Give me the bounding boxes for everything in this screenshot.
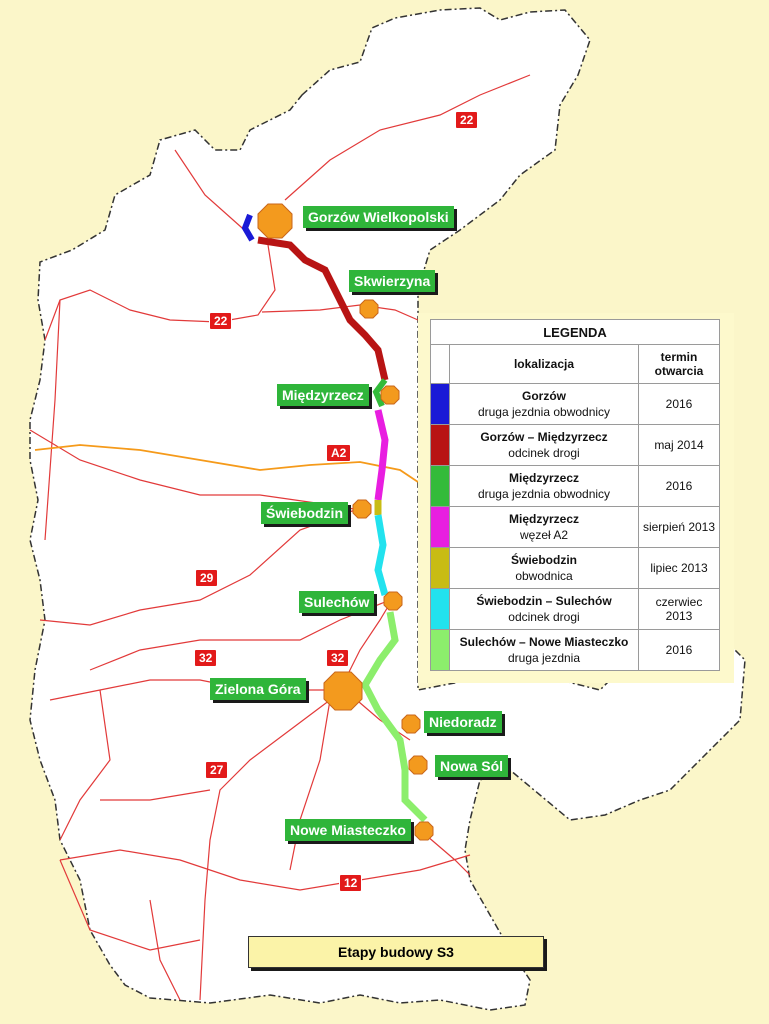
s3-stage-gorzow-miedzyrzecz — [257, 236, 389, 381]
legend-location-name: Gorzów — [522, 389, 566, 403]
legend-swatch — [430, 629, 450, 671]
legend-location-name: Międzyrzecz — [508, 512, 580, 526]
legend-row: Sulechów – Nowe Miasteczko druga jezdnia 2… — [430, 629, 720, 671]
legend-swatch — [430, 547, 450, 589]
legend-swatch — [430, 506, 450, 548]
legend-location-desc: druga jezdnia obwodnicy — [477, 405, 611, 419]
legend-location-desc: obwodnica — [515, 569, 573, 583]
city-marker-nowa-sol — [408, 755, 428, 775]
s3-stage-miedzyrzecz-bypass — [372, 378, 388, 408]
legend-panel: LEGENDA lokalizacja termin otwarcia Gorz… — [418, 313, 734, 683]
city-marker-sulechow — [383, 591, 403, 611]
legend-title: LEGENDA — [430, 319, 720, 345]
legend-location-desc: druga jezdnia — [507, 651, 581, 665]
road-badge-32: 32 — [326, 649, 350, 667]
city-label-skwierzyna: Skwierzyna — [349, 270, 436, 292]
map-footer-title: Etapy budowy S3 — [248, 936, 544, 968]
legend-location-name: Gorzów – Międzyrzecz — [480, 430, 608, 444]
legend-location: Międzyrzecz druga jezdnia obwodnicy — [449, 465, 639, 507]
legend-location: Sulechów – Nowe Miasteczko druga jezdnia — [449, 629, 639, 671]
legend-col-location: lokalizacja — [449, 344, 639, 384]
legend-location: Międzyrzecz węzeł A2 — [449, 506, 639, 548]
s3-stage-sulechow-nowe-miasteczko — [360, 611, 428, 823]
road-badge-29: 29 — [195, 569, 219, 587]
city-label-niedoradz: Niedoradz — [424, 711, 502, 733]
legend-location-desc: odcinek drogi — [508, 446, 580, 460]
city-marker-swiebodzin — [352, 499, 372, 519]
legend-date: maj 2014 — [638, 424, 720, 466]
road-badge-12: 12 — [339, 874, 363, 892]
city-label-nowa-sol: Nowa Sól — [435, 755, 509, 777]
legend-location-name: Świebodzin – Sulechów — [476, 594, 612, 608]
legend-location-desc: węzeł A2 — [519, 528, 569, 542]
legend-row: Międzyrzecz węzeł A2 sierpień 2013 — [430, 506, 720, 548]
legend-location-desc: druga jezdnia obwodnicy — [477, 487, 611, 501]
legend-location-desc: odcinek drogi — [508, 610, 580, 624]
city-marker-skwierzyna — [359, 299, 379, 319]
s3-stage-gorzow-bypass — [241, 213, 255, 242]
road-badge-a2: A2 — [326, 444, 352, 462]
legend-col-date: termin otwarcia — [638, 344, 720, 384]
city-marker-zielona-gora — [323, 671, 363, 711]
city-marker-niedoradz — [401, 714, 421, 734]
city-label-miedzyrzecz: Międzyrzecz — [277, 384, 369, 406]
legend-table: LEGENDA lokalizacja termin otwarcia Gorz… — [430, 319, 720, 671]
a2-motorway — [34, 444, 419, 483]
city-label-zielona-gora: Zielona Góra — [210, 678, 306, 700]
legend-row: Świebodzin – Sulechów odcinek drogi czerwi… — [430, 588, 720, 630]
legend-date: czerwiec 2013 — [638, 588, 720, 630]
road-badge-32: 32 — [194, 649, 218, 667]
s3-stage-swiebodzin-sulechow — [374, 514, 389, 596]
legend-date: lipiec 2013 — [638, 547, 720, 589]
legend-date: 2016 — [638, 629, 720, 671]
road-badge-22: 22 — [209, 312, 233, 330]
legend-row: Gorzów druga jezdnia obwodnicy 2016 — [430, 383, 720, 425]
legend-date: 2016 — [638, 383, 720, 425]
city-label-nowe-miasteczko: Nowe Miasteczko — [285, 819, 411, 841]
legend-swatch — [430, 424, 450, 466]
legend-swatch — [430, 383, 450, 425]
legend-location-name: Świebodzin — [511, 553, 577, 567]
road-badge-22: 22 — [455, 111, 479, 129]
legend-location: Gorzów – Międzyrzecz odcinek drogi — [449, 424, 639, 466]
legend-location: Świebodzin – Sulechów odcinek drogi — [449, 588, 639, 630]
city-marker-nowe-miasteczko — [414, 821, 434, 841]
city-marker-gorzow — [257, 203, 293, 239]
legend-location-name: Sulechów – Nowe Miasteczko — [459, 635, 629, 649]
city-label-swiebodzin: Świebodzin — [261, 502, 348, 524]
legend-row: Międzyrzecz druga jezdnia obwodnicy 2016 — [430, 465, 720, 507]
legend-swatch — [430, 465, 450, 507]
legend-location: Świebodzin obwodnica — [449, 547, 639, 589]
city-label-gorzow: Gorzów Wielkopolski — [303, 206, 454, 228]
legend-row: Świebodzin obwodnica lipiec 2013 — [430, 547, 720, 589]
legend-date: 2016 — [638, 465, 720, 507]
s3-stage-miedzyrzecz-a2 — [374, 409, 389, 501]
city-marker-miedzyrzecz — [380, 385, 400, 405]
legend-swatch — [430, 588, 450, 630]
legend-date: sierpień 2013 — [638, 506, 720, 548]
legend-location-name: Międzyrzecz — [508, 471, 580, 485]
legend-row: Gorzów – Międzyrzecz odcinek drogi maj 201… — [430, 424, 720, 466]
road-badge-27: 27 — [205, 761, 229, 779]
legend-location: Gorzów druga jezdnia obwodnicy — [449, 383, 639, 425]
city-label-sulechow: Sulechów — [299, 591, 375, 613]
